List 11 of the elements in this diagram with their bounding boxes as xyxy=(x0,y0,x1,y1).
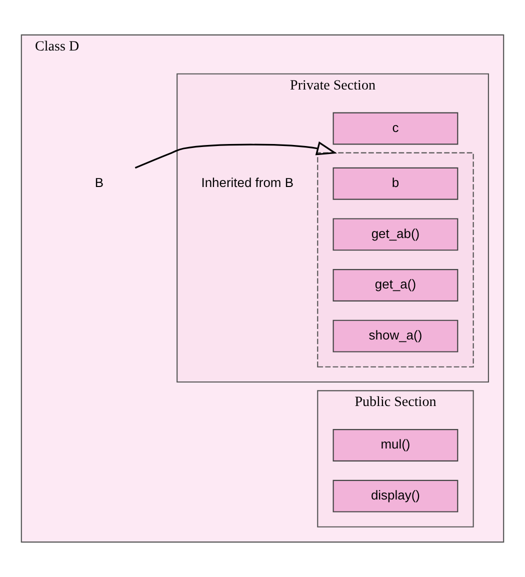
cluster xyxy=(317,152,474,368)
node-box: b xyxy=(332,167,458,200)
node-box: show_a() xyxy=(332,320,458,352)
node-text: B xyxy=(94,174,104,190)
node-box: get_ab() xyxy=(332,218,458,251)
node-box: get_a() xyxy=(332,269,458,302)
node-label: Inherited from B xyxy=(201,174,294,190)
node-box: display() xyxy=(332,480,458,512)
node-box: c xyxy=(332,112,458,145)
arrow xyxy=(134,141,338,169)
node-box: mul() xyxy=(332,429,458,462)
